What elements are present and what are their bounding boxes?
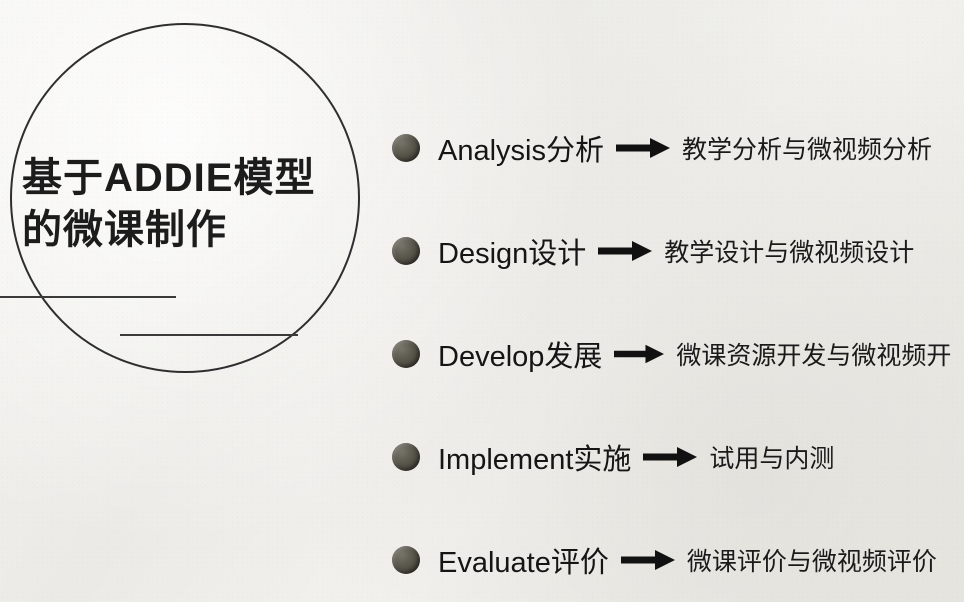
step-description: 微课评价与微视频评价 [686,547,937,576]
step-description: 微课资源开发与微视频开 [676,341,952,370]
title-zone: 基于ADDIE模型的微课制作 [0,0,380,602]
divider-line-top [0,296,176,298]
decorative-circle [10,23,360,373]
right-arrow-icon [616,137,670,159]
right-arrow-icon [598,240,653,262]
steps-list: Analysis分析 教学分析与微视频分析 Design设计 教学设计与微视频设… [392,96,964,602]
bullet-icon [392,545,420,574]
step-label: Design设计 [438,237,587,270]
step-label: Analysis分析 [438,134,604,167]
step-label: Implement实施 [438,443,632,476]
list-item: Implement实施 试用与内测 [392,405,964,508]
step-description: 教学设计与微视频设计 [664,238,915,267]
right-arrow-icon [643,446,698,468]
right-arrow-icon [614,343,665,365]
bullet-icon [392,133,420,162]
step-label: Develop发展 [438,340,603,373]
bullet-icon [392,236,420,265]
list-item: Develop发展 微课资源开发与微视频开 [392,302,964,405]
page-title: 基于ADDIE模型的微课制作 [22,156,316,252]
list-item: Design设计 教学设计与微视频设计 [392,199,964,302]
list-item: Analysis分析 教学分析与微视频分析 [392,96,964,199]
divider-line-bottom [120,334,298,336]
step-description: 教学分析与微视频分析 [682,135,933,164]
list-item: Evaluate评价 微课评价与微视频评价 [392,508,964,602]
bullet-icon [392,442,420,471]
bullet-icon [392,339,420,368]
step-description: 试用与内测 [709,444,835,473]
right-arrow-icon [620,549,675,571]
step-label: Evaluate评价 [438,546,609,579]
